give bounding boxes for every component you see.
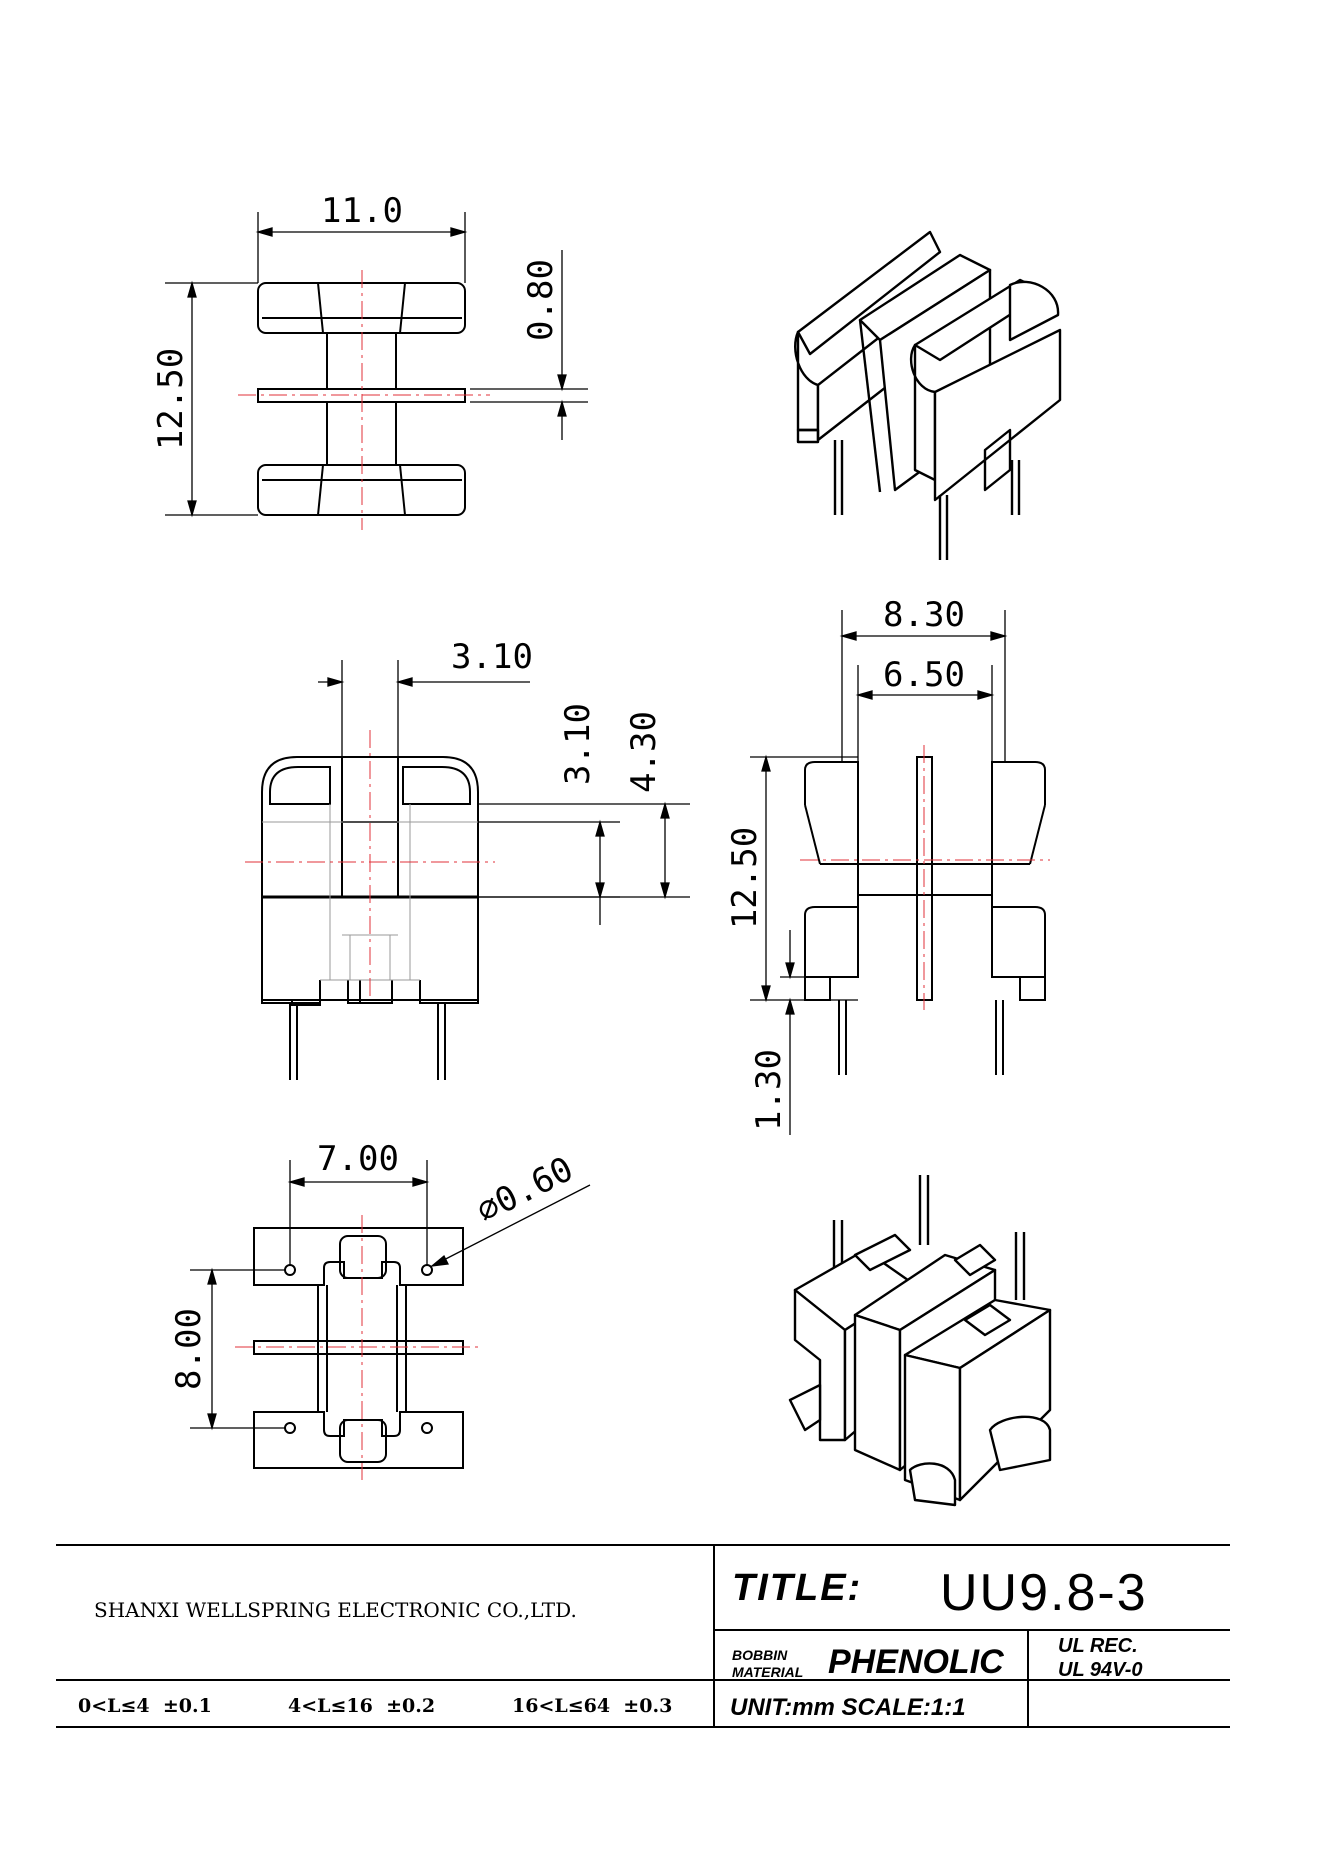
tolerance-range-1: 0<L≤4 ±0.1 [78,1695,212,1717]
tolerance-range-2: 4<L≤16 ±0.2 [288,1695,435,1717]
bottom-view [235,1215,480,1480]
dim-side-height: 12.50 [725,827,765,929]
dim-bottom-pin-pitch: 7.00 [317,1139,399,1179]
dim-side-pin-length: 1.30 [749,1049,789,1131]
isometric-view-bottom [788,1175,1052,1507]
top-view-dimensions [165,212,588,518]
material-value: PHENOLIC [828,1643,1004,1681]
side-view-dimensions [750,610,1008,1135]
dim-front-window-height: 4.30 [624,711,664,793]
front-view-dimensions [318,660,690,925]
dim-side-outer-width: 8.30 [883,595,965,635]
dim-side-inner-width: 6.50 [883,655,965,695]
bottom-view-dimensions [190,1160,591,1431]
unit-scale: UNIT:mm SCALE:1:1 [730,1694,966,1721]
dim-front-slot-width: 3.10 [451,637,533,677]
company-name: SHANXI WELLSPRING ELECTRONIC CO.,LTD. [94,1598,577,1622]
part-number: UU9.8-3 [940,1564,1148,1622]
ul-rating: UL 94V-0 [1058,1659,1142,1681]
dim-top-width: 11.0 [321,191,403,231]
dim-front-slot-height: 3.10 [558,703,598,785]
ul-rec: UL REC. [1058,1635,1138,1657]
dim-top-flange: 0.80 [521,259,561,341]
dim-bottom-height: 8.00 [169,1308,209,1390]
front-view [245,730,495,1080]
title-block [56,1544,1230,1728]
bobbin-label: BOBBIN [732,1647,788,1663]
dim-top-height: 12.50 [151,348,191,450]
top-view [238,270,490,530]
tolerance-range-3: 16<L≤64 ±0.3 [512,1695,672,1717]
title-label: TITLE: [732,1567,862,1609]
isometric-view-top [794,230,1062,560]
side-view [800,745,1050,1075]
material-label: MATERIAL [732,1664,803,1680]
